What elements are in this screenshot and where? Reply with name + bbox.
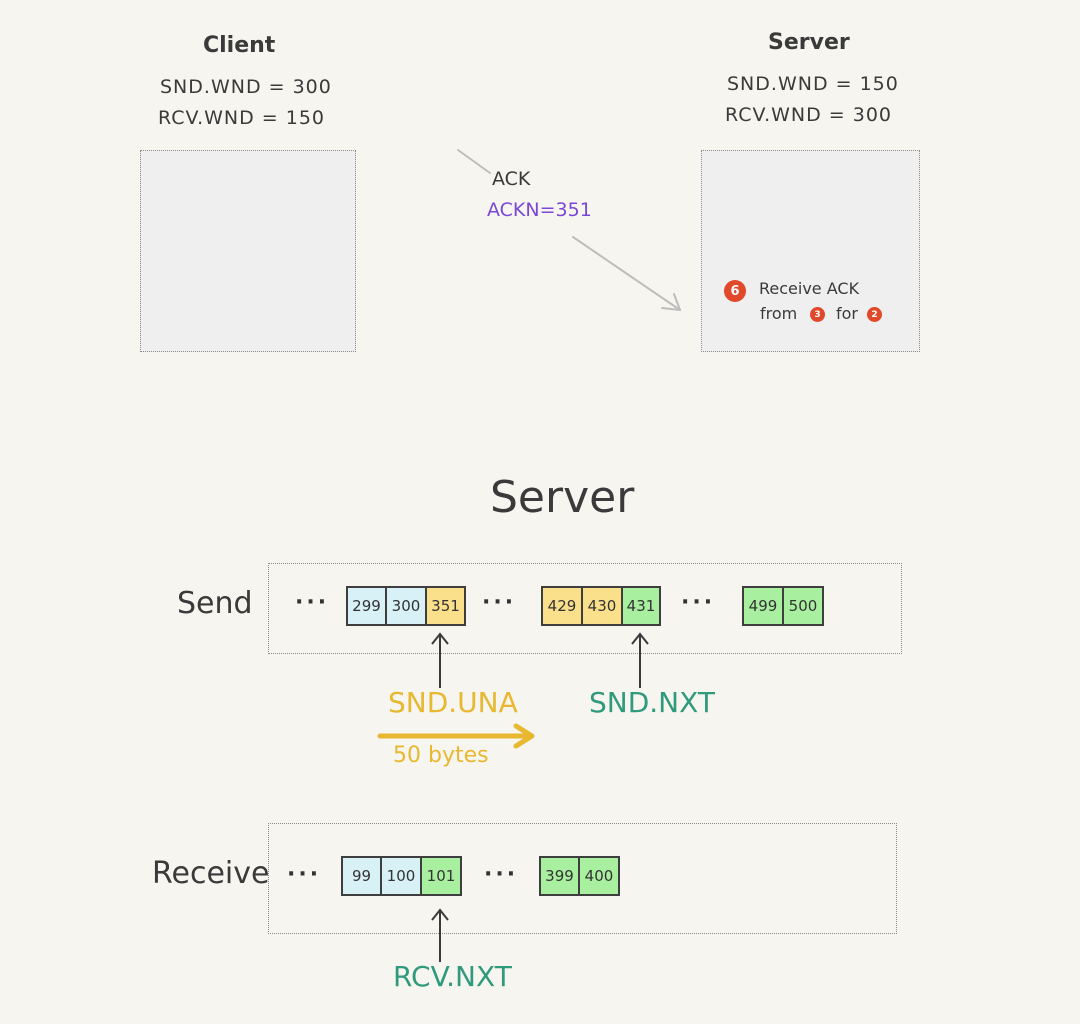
server-rcv-wnd: RCV.WND = 300 xyxy=(725,104,893,126)
receive-cell: 99 xyxy=(341,856,382,896)
receive-row: ··· 99 100 101 ··· 399 400 xyxy=(268,823,897,934)
rcv-nxt-label: RCV.NXT xyxy=(393,960,512,993)
snd-una-label: SND.UNA xyxy=(388,686,518,719)
receive-cell: 101 xyxy=(420,856,462,896)
receive-group-1: 99 100 101 xyxy=(341,856,462,896)
receive-dots-2: ··· xyxy=(484,862,519,887)
send-cell: 499 xyxy=(742,586,784,626)
send-dots-2: ··· xyxy=(482,590,517,615)
receive-group-2: 399 400 xyxy=(539,856,620,896)
bytes-label: 50 bytes xyxy=(393,743,489,768)
send-cell: 299 xyxy=(346,586,387,626)
ackn-label: ACKN=351 xyxy=(487,199,592,221)
snd-nxt-arrow-icon xyxy=(631,632,649,688)
ref-badge-b: 2 xyxy=(867,307,882,322)
note-line2-mid: for xyxy=(836,304,858,323)
send-label: Send xyxy=(177,586,253,621)
receive-cell: 100 xyxy=(380,856,422,896)
send-row: ··· 299 300 351 ··· 429 430 431 ··· 499 … xyxy=(268,563,902,654)
receive-cell: 399 xyxy=(539,856,580,896)
send-dots-1: ··· xyxy=(295,590,330,615)
server-title-bottom: Server xyxy=(490,472,635,523)
send-cell: 431 xyxy=(621,586,661,626)
send-cell: 351 xyxy=(425,586,466,626)
client-title: Client xyxy=(203,33,276,58)
receive-label: Receive xyxy=(152,856,270,891)
note-line1: Receive ACK xyxy=(759,279,860,298)
send-cell: 430 xyxy=(581,586,623,626)
send-dots-3: ··· xyxy=(681,590,716,615)
rcv-nxt-arrow-icon xyxy=(431,908,449,962)
snd-nxt-label: SND.NXT xyxy=(589,686,715,719)
note-line2-prefix: from xyxy=(760,304,798,323)
receive-dots-1: ··· xyxy=(287,862,322,887)
ack-label: ACK xyxy=(492,168,531,190)
server-panel xyxy=(701,150,920,352)
send-cell: 500 xyxy=(782,586,824,626)
client-snd-wnd: SND.WND = 300 xyxy=(160,76,332,98)
ref-badge-a: 3 xyxy=(810,307,825,322)
client-panel xyxy=(140,150,356,352)
server-snd-wnd: SND.WND = 150 xyxy=(727,73,899,95)
bytes-arrow-icon xyxy=(377,723,535,749)
send-cell: 429 xyxy=(541,586,583,626)
send-group-3: 499 500 xyxy=(742,586,824,626)
ack-arrow-icon xyxy=(457,149,681,311)
step-badge: 6 xyxy=(724,280,746,302)
receive-cell: 400 xyxy=(578,856,620,896)
server-title-top: Server xyxy=(768,30,850,55)
snd-una-arrow-icon xyxy=(431,632,449,688)
send-group-2: 429 430 431 xyxy=(541,586,661,626)
send-group-1: 299 300 351 xyxy=(346,586,466,626)
client-rcv-wnd: RCV.WND = 150 xyxy=(158,107,326,129)
send-cell: 300 xyxy=(385,586,427,626)
